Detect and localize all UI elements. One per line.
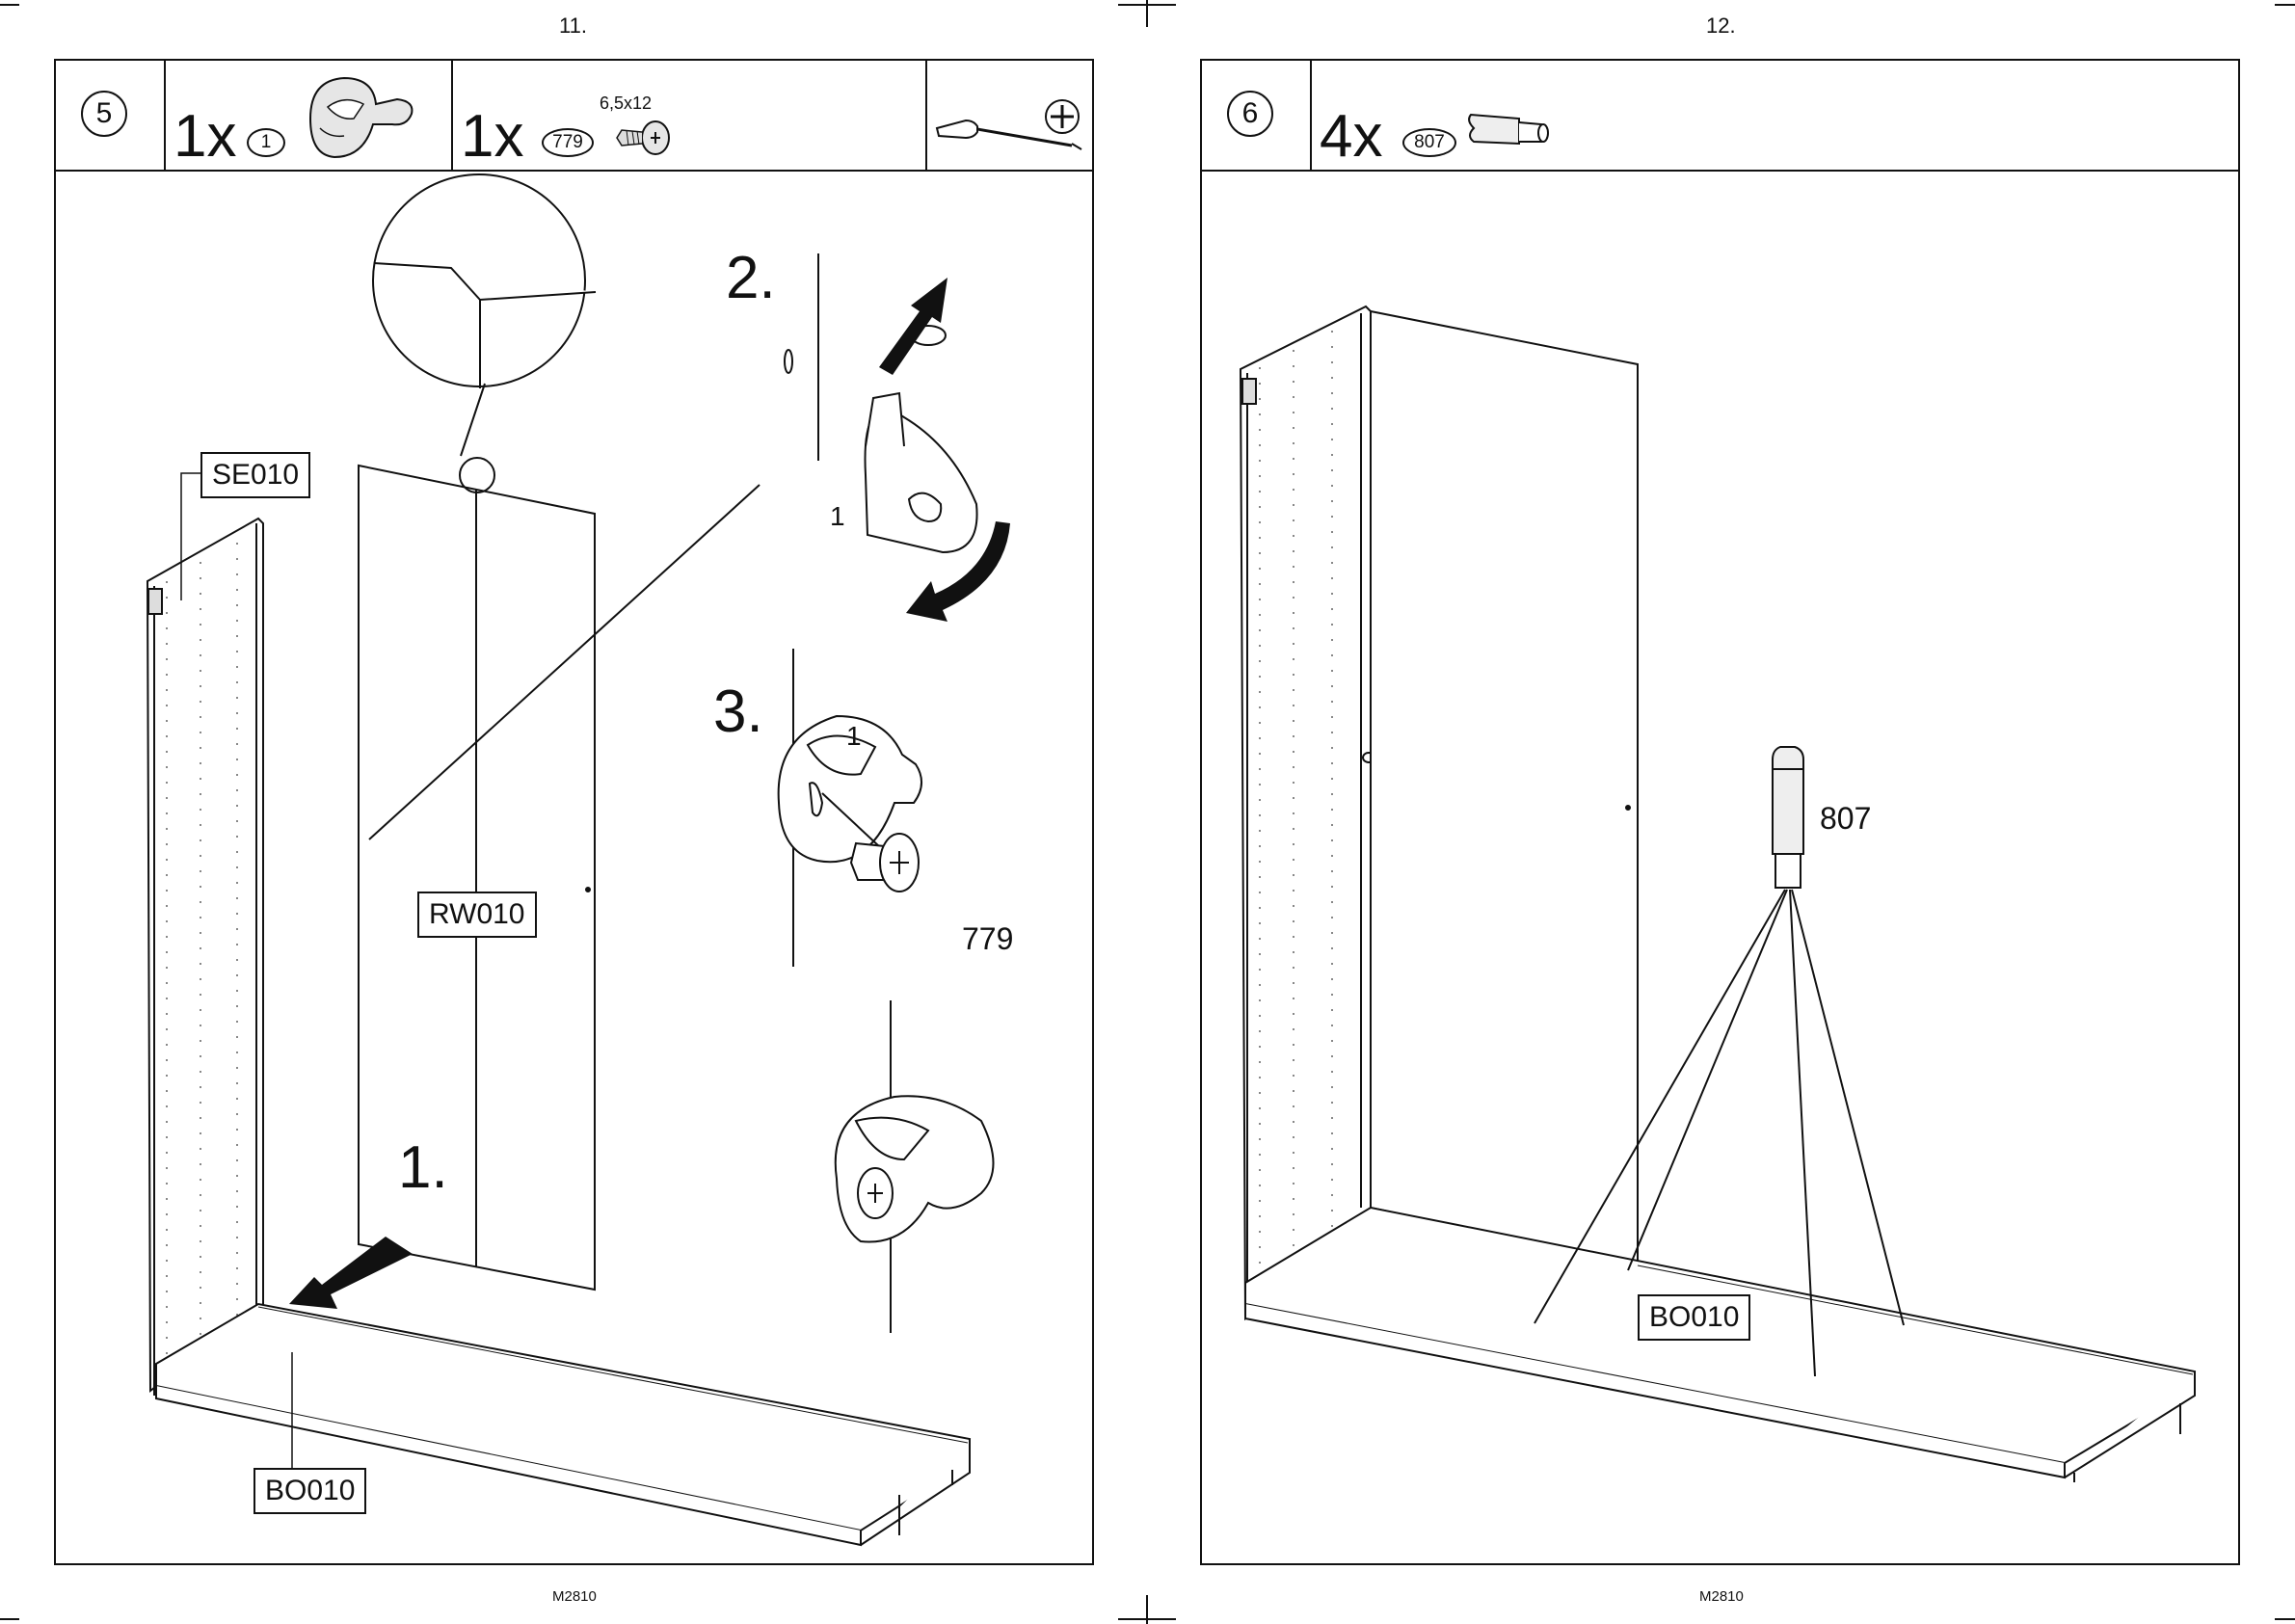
callout-dowel: 807 xyxy=(1820,801,1871,837)
dowel-pin-drawing xyxy=(1773,747,1803,888)
instruction-panel-step-6: 6 4x 807 xyxy=(1200,59,2240,1565)
footer-code-right: M2810 xyxy=(1699,1588,1744,1605)
bottom-panel-drawing xyxy=(1245,1208,2195,1482)
page-number-12: 12. xyxy=(1706,13,1736,39)
side-panel-drawing xyxy=(1241,306,1374,1318)
assembly-drawing-step-6 xyxy=(1202,61,2242,1567)
back-panel-drawing xyxy=(1371,311,1638,1265)
label-bottom-panel: BO010 xyxy=(1638,1294,1750,1341)
